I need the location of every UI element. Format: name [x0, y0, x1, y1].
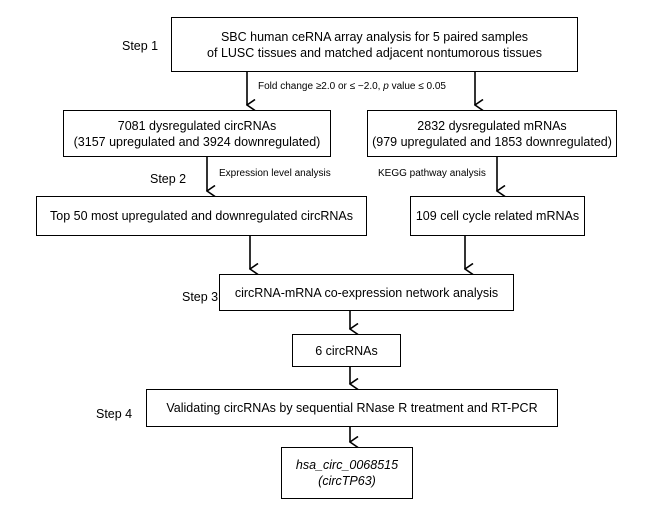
final-circrna-name: hsa_circ_0068515 [295, 458, 399, 472]
mrna-dysregulated-line2: (979 upregulated and 1853 downregulated) [372, 134, 612, 149]
step-3-label: Step 3 [182, 290, 219, 304]
fold-change-suffix: value ≤ 0.05 [388, 81, 446, 92]
mrna-dysregulated-box: 2832 dysregulated mRNAs (979 upregulated… [367, 110, 617, 157]
mrna-dysregulated-line1: 2832 dysregulated mRNAs [417, 118, 567, 133]
final-circrna-box: hsa_circ_0068515 (circTP63) [281, 447, 413, 499]
network-analysis-box: circRNA-mRNA co-expression network analy… [219, 274, 514, 311]
circrna-dysregulated-box: 7081 dysregulated circRNAs (3157 upregul… [63, 110, 331, 157]
array-analysis-line1: SBC human ceRNA array analysis for 5 pai… [220, 29, 529, 44]
top50-box: Top 50 most upregulated and downregulate… [36, 196, 367, 236]
step-1-label: Step 1 [122, 39, 159, 53]
step-2-label: Step 2 [150, 172, 187, 186]
circrna-dysregulated-line2: (3157 upregulated and 3924 downregulated… [73, 134, 321, 149]
expression-analysis-note: Expression level analysis [219, 168, 331, 179]
final-circrna-alias: (circTP63) [318, 474, 376, 488]
step-4-label: Step 4 [96, 407, 133, 421]
array-analysis-box: SBC human ceRNA array analysis for 5 pai… [171, 17, 578, 72]
circrna-dysregulated-line1: 7081 dysregulated circRNAs [117, 118, 277, 133]
array-analysis-line2: of LUSC tissues and matched adjacent non… [207, 45, 542, 60]
validating-box: Validating circRNAs by sequential RNase … [146, 389, 558, 427]
six-circrnas-box: 6 circRNAs [292, 334, 401, 367]
kegg-analysis-note: KEGG pathway analysis [378, 168, 486, 179]
fold-change-note: Fold change ≥2.0 or ≤ −2.0, p value ≤ 0.… [258, 81, 446, 92]
fold-change-p: p [383, 81, 389, 92]
fold-change-prefix: Fold change ≥2.0 or ≤ −2.0, [258, 81, 384, 92]
